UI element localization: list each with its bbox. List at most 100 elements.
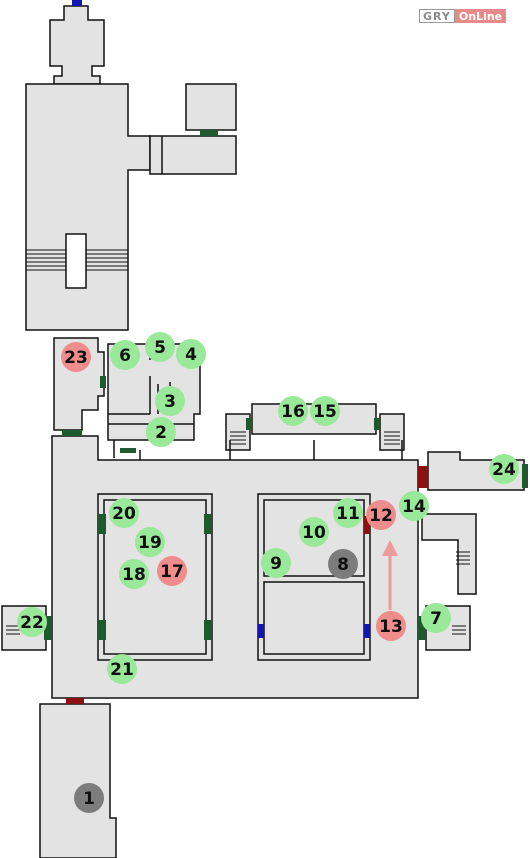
marker-label: 23 [64, 348, 88, 368]
marker-label: 14 [402, 497, 426, 517]
marker-circle [17, 607, 47, 637]
door-red-south [66, 698, 84, 704]
marker-circle [333, 498, 363, 528]
marker-circle [328, 549, 358, 579]
location-marker-6: 6 [110, 340, 140, 370]
location-marker-2: 2 [146, 417, 176, 447]
marker-circle [489, 454, 519, 484]
door-green [204, 514, 212, 534]
north-long-hall [25, 83, 151, 331]
location-marker-21: 21 [107, 654, 137, 684]
door-green [44, 616, 52, 640]
marker-label: 7 [430, 609, 442, 629]
location-marker-24: 24 [489, 454, 519, 484]
marker-label: 5 [154, 338, 166, 358]
door-red-east [418, 466, 428, 488]
marker-label: 9 [270, 554, 282, 574]
marker-label: 10 [302, 523, 326, 543]
marker-label: 1 [83, 789, 95, 809]
location-marker-17: 17 [157, 556, 187, 586]
marker-circle [421, 603, 451, 633]
door-green [100, 376, 106, 388]
marker-circle [119, 559, 149, 589]
north-tower-cap [49, 5, 105, 85]
door-blue-north [72, 0, 82, 6]
east-corridor [421, 513, 477, 595]
gry-online-logo: GRY OnLine [419, 9, 507, 23]
door-red [364, 516, 370, 534]
door-green [98, 514, 106, 534]
door-green [120, 448, 136, 453]
door-green [204, 620, 212, 640]
marker-label: 16 [281, 402, 305, 422]
marker-circle [399, 491, 429, 521]
door-green [418, 616, 426, 640]
marker-circle [176, 339, 206, 369]
marker-circle [261, 548, 291, 578]
location-marker-8: 8 [328, 549, 358, 579]
location-marker-18: 18 [119, 559, 149, 589]
door-green [62, 430, 82, 436]
route-arrow [382, 540, 398, 610]
marker-circle [107, 654, 137, 684]
marker-circle [145, 332, 175, 362]
marker-label: 21 [110, 660, 134, 680]
marker-label: 6 [119, 346, 131, 366]
marker-circle [61, 342, 91, 372]
northeast-corridor [149, 135, 237, 175]
marker-label: 22 [20, 613, 44, 633]
location-marker-10: 10 [299, 517, 329, 547]
marker-circle [310, 396, 340, 426]
location-marker-5: 5 [145, 332, 175, 362]
location-marker-22: 22 [17, 607, 47, 637]
marker-label: 19 [138, 533, 162, 553]
marker-label: 8 [337, 555, 349, 575]
location-marker-7: 7 [421, 603, 451, 633]
location-marker-15: 15 [310, 396, 340, 426]
door-green [374, 418, 380, 430]
marker-circle [109, 498, 139, 528]
door-blue [258, 624, 264, 638]
marker-label: 15 [313, 402, 337, 422]
door-green [246, 418, 252, 430]
location-marker-19: 19 [135, 527, 165, 557]
location-marker-12: 12 [366, 500, 396, 530]
marker-label: 17 [160, 562, 184, 582]
location-marker-3: 3 [155, 386, 185, 416]
south-room [39, 703, 117, 858]
marker-circle [135, 527, 165, 557]
door-green [522, 464, 528, 488]
location-marker-9: 9 [261, 548, 291, 578]
northeast-small-room [185, 83, 237, 131]
location-marker-13: 13 [376, 611, 406, 641]
location-marker-14: 14 [399, 491, 429, 521]
location-marker-23: 23 [61, 342, 91, 372]
door-blue [364, 624, 370, 638]
marker-label: 24 [492, 460, 516, 480]
marker-circle [74, 783, 104, 813]
marker-circle [157, 556, 187, 586]
marker-circle [155, 386, 185, 416]
marker-label: 13 [379, 617, 403, 637]
location-marker-11: 11 [333, 498, 363, 528]
marker-label: 3 [164, 392, 176, 412]
marker-label: 20 [112, 504, 136, 524]
marker-label: 2 [155, 423, 167, 443]
marker-circle [146, 417, 176, 447]
marker-label: 12 [369, 506, 393, 526]
location-marker-4: 4 [176, 339, 206, 369]
door-green [200, 130, 218, 136]
location-marker-16: 16 [278, 396, 308, 426]
logo-online-text: OnLine [454, 9, 507, 23]
marker-label: 4 [185, 345, 197, 365]
marker-circle [376, 611, 406, 641]
main-hall [51, 435, 419, 699]
location-marker-20: 20 [109, 498, 139, 528]
door-green [98, 620, 106, 640]
marker-circle [110, 340, 140, 370]
logo-gry-text: GRY [419, 9, 455, 23]
marker-circle [299, 517, 329, 547]
marker-circle [278, 396, 308, 426]
marker-circle [366, 500, 396, 530]
